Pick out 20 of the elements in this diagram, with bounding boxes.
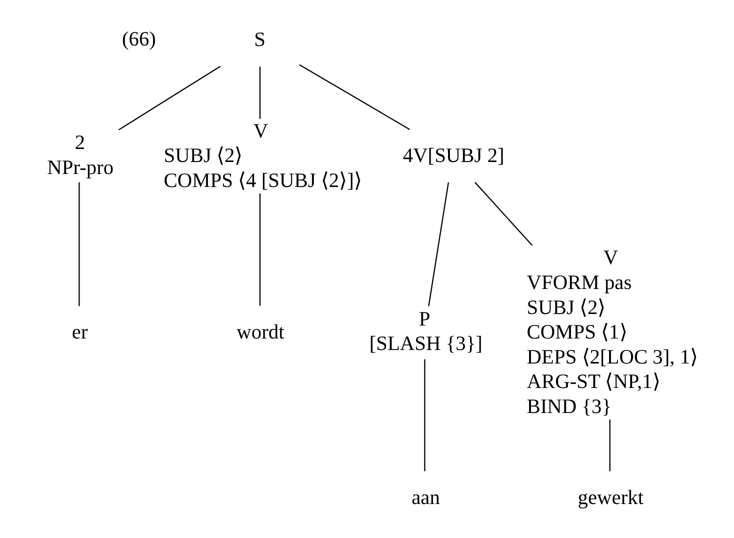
node-text: V SUBJ ⟨2⟩ COMPS ⟨4 [SUBJ ⟨2⟩]⟩ (163, 120, 362, 192)
node-text: er (71, 322, 88, 344)
node-text: V VFORM pas SUBJ ⟨2⟩ COMPS ⟨1⟩ DEPS ⟨2[LOC 3], 1⟩ ARG-ST ⟨NP,1⟩ BIND {3} (526, 247, 698, 418)
node-text: wordt (236, 322, 284, 344)
node-text: gewerkt (577, 487, 644, 510)
connector (424, 359, 425, 472)
label: (66) (121, 28, 156, 50)
connector (608, 419, 610, 472)
connector (78, 182, 80, 306)
node-text: P [SLASH {3}] (368, 308, 482, 356)
node-text: 4V[SUBJ 2] (402, 145, 504, 168)
node-text: S (254, 29, 266, 52)
connector (428, 182, 449, 306)
connector (258, 193, 260, 306)
node-text: aan (411, 487, 440, 510)
connector (118, 66, 220, 130)
connector (298, 64, 410, 130)
connector (474, 182, 532, 246)
connector (258, 66, 260, 119)
node-text: 2 NPr-pro (46, 132, 114, 179)
